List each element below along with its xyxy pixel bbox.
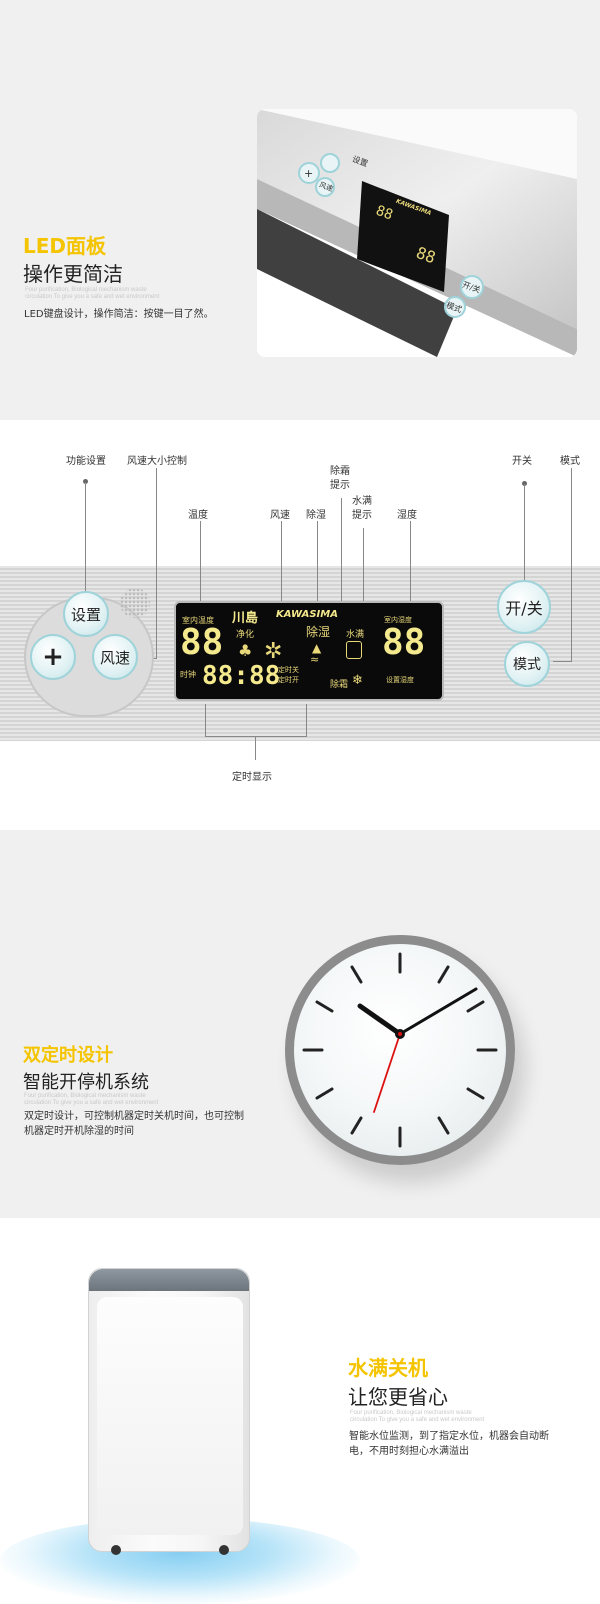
dehumidifier-wheel	[111, 1545, 121, 1555]
dehumidifier-front-panel	[97, 1297, 243, 1535]
mode-button-label: 模式	[513, 657, 541, 673]
water-title-yellow: 水满关机	[348, 1356, 428, 1380]
lcd-timer-on: 定时开	[278, 676, 299, 684]
lcd-dehumidify: 除湿	[306, 625, 331, 639]
lcd-indoor-temp: 室内温度	[182, 616, 214, 625]
callout-line	[200, 521, 201, 611]
dehumidifier-wheel	[219, 1545, 229, 1555]
fan-speed-button-label: 风速	[99, 648, 130, 667]
lcd-brand-en: KAWASIMA	[276, 609, 338, 620]
svg-text:88: 88	[374, 203, 395, 224]
lcd-timer-off: 定时关	[278, 666, 299, 674]
led-panel-photo: 88 88 + 设置 风速 开/关 模式 KAWASIMA	[257, 109, 577, 357]
lcd-purify: 净化	[236, 630, 255, 640]
timer-small-english: Four purification, Biological mechanism …	[24, 1093, 159, 1106]
label-mode: 模式	[560, 456, 580, 467]
droplet-icon: ▲	[312, 641, 322, 655]
led-small-english: Four purification, Biological mechanism …	[25, 287, 160, 300]
lcd-water-full: 水满	[346, 630, 365, 640]
water-title-black: 让您更省心	[348, 1385, 448, 1409]
wall-clock-image	[285, 935, 515, 1165]
label-fan-speed: 风速	[270, 510, 290, 521]
label-water-full-hint: 水满 提示	[352, 496, 372, 521]
callout-line	[306, 704, 307, 736]
lcd-set-humidity: 设置湿度	[386, 676, 414, 684]
callout-line	[205, 736, 307, 737]
label-power: 开关	[512, 456, 532, 467]
mode-button[interactable]: 模式	[504, 641, 550, 687]
label-temperature: 温度	[188, 510, 208, 521]
callout-line	[255, 736, 256, 760]
callout-dot	[83, 479, 88, 484]
control-panel-section: 功能设置 风速大小控制 除霜 提示 水满 提示 温度 风速 除湿 湿度 开关 模…	[0, 420, 600, 830]
callout-line	[571, 468, 572, 661]
svg-text:+: +	[304, 167, 313, 180]
power-button-label: 开/关	[505, 599, 543, 618]
lcd-display: 室内温度 88 时钟 88:88 净化 ♣ 川島 KAWASIMA ✲ 除湿 ▲…	[174, 601, 444, 701]
callout-line	[85, 482, 86, 597]
callout-line	[281, 521, 282, 631]
lcd-clock-digits: 88:88	[202, 661, 281, 691]
timer-title-black: 智能开停机系统	[23, 1072, 149, 1093]
wave-icon: ≈	[310, 653, 320, 666]
callout-line	[205, 704, 206, 736]
speaker-grill	[120, 588, 150, 618]
callout-line	[524, 484, 525, 602]
fan-icon: ✲	[264, 639, 283, 664]
label-timer-display: 定时显示	[232, 772, 272, 783]
water-full-section: 水满关机 让您更省心 Four purification, Biological…	[0, 1218, 600, 1604]
callout-line	[341, 498, 342, 666]
lcd-clock-label: 时钟	[180, 670, 196, 679]
snowflake-icon: ❄	[352, 673, 363, 688]
tree-icon: ♣	[238, 641, 253, 660]
led-description: LED键盘设计，操作简洁：按键一目了然。	[24, 309, 214, 320]
label-fan-speed-control: 风速大小控制	[127, 456, 187, 467]
water-description: 智能水位监测，到了指定水位，机器会自动断电，不用时刻担心水满溢出	[349, 1431, 549, 1457]
set-button-label: 设置	[70, 605, 101, 624]
set-button[interactable]: 设置	[63, 591, 109, 637]
lcd-temp-digits: 88	[180, 622, 224, 663]
callout-line	[553, 661, 572, 662]
lcd-humidity-digits: 88	[382, 622, 426, 663]
label-defrost-hint: 除霜 提示	[330, 466, 350, 491]
water-tank-icon	[346, 641, 362, 659]
label-dehumidify: 除湿	[306, 510, 326, 521]
timer-title-yellow: 双定时设计	[23, 1045, 113, 1066]
dehumidifier-top-panel	[89, 1269, 249, 1291]
dehumidifier-image	[88, 1268, 250, 1555]
fan-speed-button[interactable]: 风速	[92, 634, 138, 680]
callout-dot	[522, 481, 527, 486]
lcd-defrost: 除霜	[330, 680, 349, 690]
callout-line	[410, 521, 411, 611]
water-small-english: Four purification, Biological mechanism …	[350, 1410, 485, 1423]
lcd-brand-cn: 川島	[232, 611, 259, 626]
callout-line	[317, 521, 318, 631]
led-title-black: 操作更简洁	[23, 262, 123, 286]
label-function-setting: 功能设置	[66, 456, 106, 467]
timer-section: 双定时设计 智能开停机系统 Four purification, Biologi…	[0, 830, 600, 1218]
timer-description: 双定时设计，可控制机器定时关机时间，也可控制机器定时开机除湿的时间	[24, 1111, 244, 1137]
callout-line	[156, 468, 157, 658]
clock-face-icon	[302, 952, 498, 1148]
label-humidity: 湿度	[397, 510, 417, 521]
callout-line	[363, 528, 364, 626]
led-panel-photo-illustration: 88 88 +	[257, 109, 577, 357]
power-button[interactable]: 开/关	[497, 580, 551, 634]
led-title-yellow: LED面板	[23, 234, 107, 258]
lcd-indoor-humidity: 室内湿度	[384, 616, 412, 624]
plus-button[interactable]: +	[30, 634, 76, 680]
plus-icon: +	[42, 642, 64, 672]
led-panel-section: LED面板 操作更简洁 Four purification, Biologica…	[0, 0, 600, 420]
